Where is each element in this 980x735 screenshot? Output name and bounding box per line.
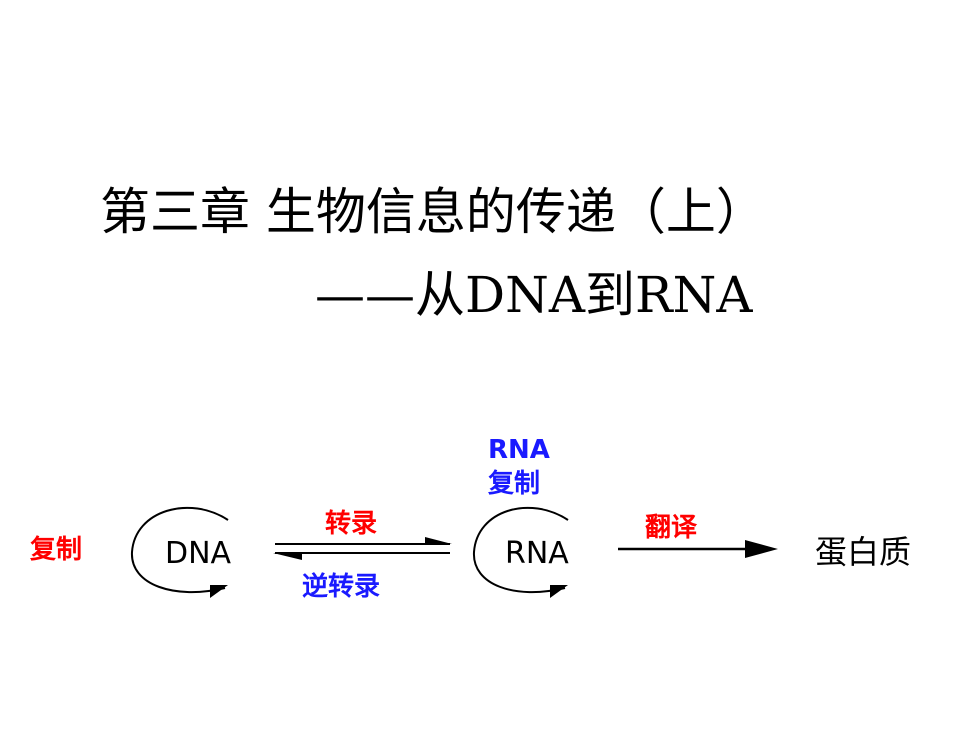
dna-replication-loop <box>130 506 229 598</box>
dna-node-label: DNA <box>165 536 232 571</box>
slide-subtitle: ——从DNA到RNA <box>315 266 753 324</box>
rna-replication-label-line2: 复制 <box>488 469 540 499</box>
arrowhead-icon <box>745 540 778 558</box>
translation-label: 翻译 <box>645 513 698 543</box>
transcription-label: 转录 <box>325 509 377 539</box>
reverse-transcription-label: 逆转录 <box>302 571 380 602</box>
arrowhead-icon <box>550 585 568 598</box>
half-arrowhead-icon <box>425 537 452 544</box>
rna-node-label: RNA <box>505 536 569 571</box>
slide-title: 第三章 生物信息的传递（上） <box>100 183 766 241</box>
arrowhead-icon <box>210 585 228 598</box>
protein-node-label: 蛋白质 <box>815 533 911 571</box>
transcription-arrows <box>273 537 452 560</box>
half-arrowhead-icon <box>273 553 302 560</box>
rna-replication-label-line1: RNA <box>488 435 550 465</box>
translation-arrow <box>618 540 778 558</box>
rna-replication-loop <box>472 506 569 598</box>
dna-replication-label: 复制 <box>30 535 82 565</box>
